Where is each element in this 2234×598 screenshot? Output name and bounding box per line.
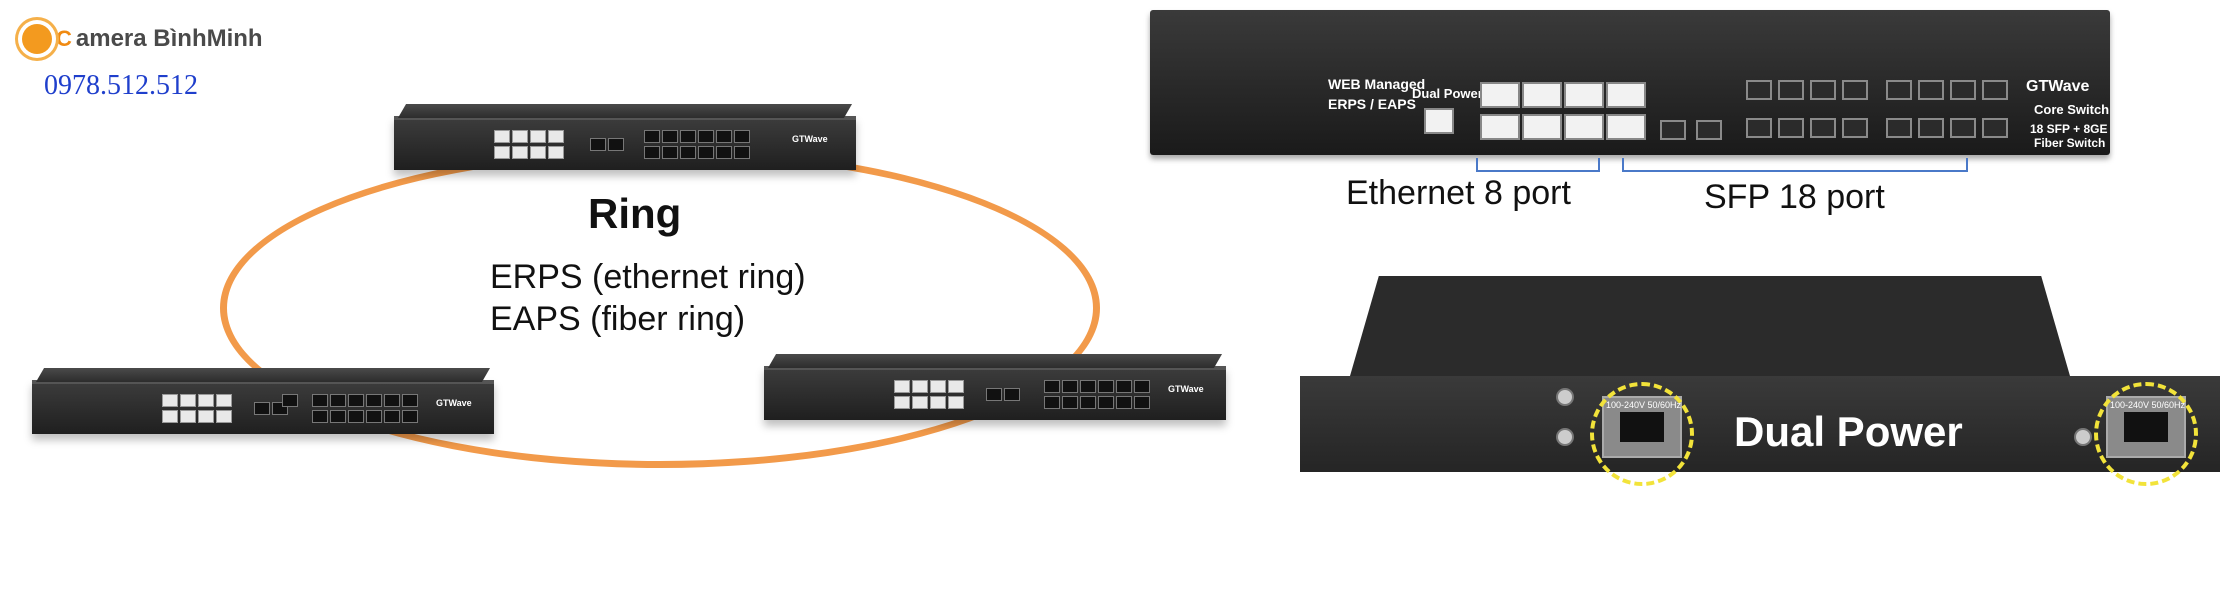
ethernet-caption: Ethernet 8 port	[1346, 174, 1571, 212]
front-label-dual-power: Dual Power	[1412, 86, 1483, 101]
psu-right-label: 100-240V 50/60Hz	[2110, 400, 2186, 410]
front-model: Core Switch	[2034, 102, 2110, 117]
switch-front-panel: WEB Managed ERPS / EAPS Dual Power GTWav…	[1150, 10, 2110, 155]
switch-top: GTWave	[394, 104, 856, 170]
front-label-web: WEB Managed	[1328, 76, 1426, 92]
switch-rear-panel: 100-240V 50/60Hz 100-240V 50/60Hz Dual P…	[1300, 376, 2220, 486]
switch-logo: GTWave	[792, 134, 828, 144]
switch-logo: GTWave	[436, 398, 472, 408]
front-spec1: 18 SFP + 8GE	[2030, 122, 2108, 136]
phone-number: 0978.512.512	[44, 70, 198, 101]
psu-right-highlight	[2094, 382, 2198, 486]
brand-prefix: C	[56, 26, 72, 51]
psu-left-label: 100-240V 50/60Hz	[1606, 400, 1682, 410]
front-label-erps: ERPS / EAPS	[1328, 96, 1416, 112]
switch-right: GTWave	[764, 354, 1226, 420]
sun-icon	[22, 24, 52, 54]
sfp-caption: SFP 18 port	[1704, 178, 1885, 216]
ethernet-bracket	[1476, 158, 1600, 172]
switch-logo: GTWave	[1168, 384, 1204, 394]
sfp-bracket	[1622, 158, 1968, 172]
front-spec2: Fiber Switch	[2034, 136, 2106, 150]
switch-left: GTWave	[32, 368, 494, 434]
switch-rear-top	[1350, 276, 2070, 376]
ring-erps-label: ERPS (ethernet ring)	[490, 258, 806, 296]
ring-eaps-label: EAPS (fiber ring)	[490, 300, 746, 338]
rear-dual-power-label: Dual Power	[1734, 408, 1963, 455]
front-brand: GTWave	[2026, 78, 2090, 95]
ring-title: Ring	[588, 190, 682, 237]
brand-logo: C amera BìnhMinh	[22, 24, 263, 54]
psu-left-highlight	[1590, 382, 1694, 486]
brand-name: amera BìnhMinh	[75, 25, 263, 52]
